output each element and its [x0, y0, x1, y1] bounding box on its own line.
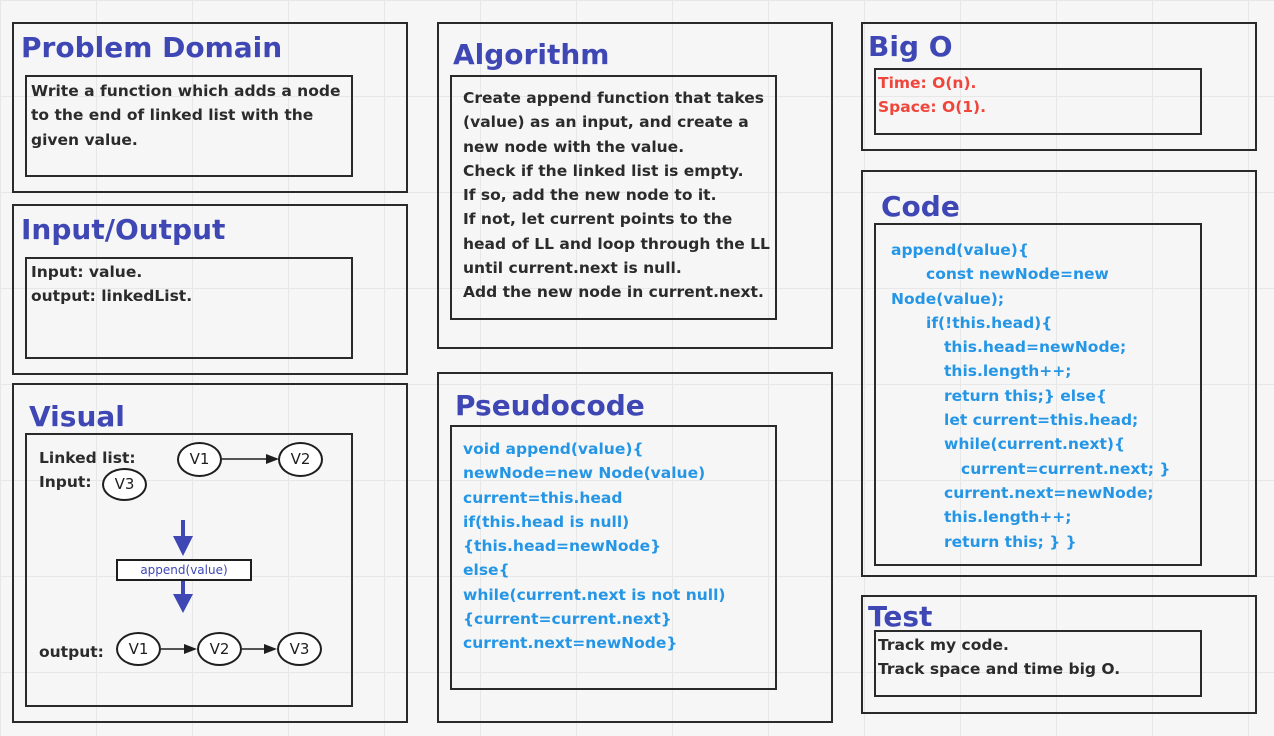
algorithm-line: Check if the linked list is empty.: [463, 161, 744, 180]
code-line: let current=this.head;: [944, 411, 1139, 430]
node-v2-output: V2: [197, 632, 242, 666]
algorithm-line: head of LL and loop through the LL: [463, 234, 770, 253]
test-box: [874, 630, 1202, 697]
test-title: Test: [868, 600, 933, 633]
input-label: Input:: [39, 473, 92, 491]
code-line: Node(value);: [891, 289, 1005, 308]
input-output-text: Input: value. output: linkedList.: [31, 260, 192, 309]
algorithm-text: Create append function that takes (value…: [463, 86, 770, 305]
pseudocode-text: void append(value){ newNode=new Node(val…: [463, 437, 726, 656]
input-output-line: Input: value.: [31, 263, 143, 281]
pseudocode-line: newNode=new Node(value): [463, 464, 706, 483]
node-v3-output: V3: [277, 632, 322, 666]
code-line: const newNode=new: [926, 265, 1109, 284]
pseudocode-line: {current=current.next}: [463, 610, 672, 629]
test-line: Track space and time big O.: [878, 660, 1121, 679]
algorithm-line: until current.next is null.: [463, 259, 682, 278]
algorithm-title: Algorithm: [453, 38, 610, 71]
problem-domain-text: Write a function which adds a node to th…: [31, 79, 340, 152]
input-output-line: output: linkedList.: [31, 287, 193, 306]
algorithm-line: (value) as an input, and create a: [463, 113, 749, 132]
pseudocode-line: if(this.head is null): [463, 512, 630, 531]
code-panel: [861, 170, 1257, 577]
code-line: this.length++;: [944, 362, 1072, 381]
big-o-time: Time: O(n).: [878, 74, 977, 92]
code-line: current=current.next; }: [961, 459, 1171, 478]
algorithm-line: Add the new node in current.next.: [463, 283, 764, 302]
algorithm-panel: [437, 22, 833, 349]
code-title: Code: [881, 190, 960, 223]
pseudocode-line: void append(value){: [463, 440, 644, 458]
pseudocode-line: else{: [463, 561, 510, 580]
input-output-box: [25, 257, 353, 359]
problem-domain-line: given value.: [31, 130, 138, 149]
big-o-box: [874, 68, 1202, 135]
output-label: output:: [39, 643, 104, 661]
code-line: return this; } }: [944, 532, 1077, 551]
algorithm-line: If so, add the new node to it.: [463, 186, 717, 205]
pseudocode-line: while(current.next is not null): [463, 585, 726, 604]
input-output-title: Input/Output: [21, 213, 226, 246]
algorithm-line: Create append function that takes: [463, 89, 765, 107]
code-box: [874, 223, 1202, 566]
pseudocode-line: current=this.head: [463, 488, 623, 507]
big-o-panel: [861, 22, 1257, 151]
append-value-box: append(value): [116, 559, 252, 581]
problem-domain-box: [25, 75, 353, 177]
node-v2-top: V2: [278, 442, 323, 477]
node-v1-top: V1: [177, 442, 222, 477]
visual-box: [25, 433, 353, 707]
visual-title: Visual: [29, 400, 125, 433]
problem-domain-line: Write a function which adds a node: [31, 82, 341, 100]
pseudocode-line: {this.head=newNode}: [463, 537, 662, 556]
pseudocode-line: current.next=newNode}: [463, 634, 678, 653]
big-o-text: Time: O(n). Space: O(1).: [878, 71, 986, 120]
code-text: append(value){ const newNode=new Node(va…: [891, 238, 1170, 554]
problem-domain-panel: [12, 22, 408, 193]
code-line: append(value){: [891, 241, 1029, 259]
algorithm-line: new node with the value.: [463, 137, 685, 156]
test-panel: [861, 595, 1257, 714]
node-v3-input: V3: [102, 468, 147, 501]
code-line: current.next=newNode;: [944, 483, 1154, 502]
test-line: Track my code.: [878, 636, 1009, 654]
pseudocode-box: [450, 425, 777, 690]
pseudocode-title: Pseudocode: [455, 389, 645, 422]
problem-domain-title: Problem Domain: [21, 31, 283, 64]
code-line: this.length++;: [944, 508, 1072, 527]
input-output-panel: [12, 204, 408, 375]
node-v1-output: V1: [116, 632, 161, 666]
test-text: Track my code. Track space and time big …: [878, 633, 1120, 682]
pseudocode-panel: [437, 372, 833, 723]
problem-domain-line: to the end of linked list with the: [31, 106, 314, 125]
algorithm-box: [450, 75, 777, 320]
code-line: while(current.next){: [944, 435, 1126, 454]
code-line: if(!this.head){: [926, 313, 1053, 332]
algorithm-line: If not, let current points to the: [463, 210, 733, 229]
visual-panel: [12, 383, 408, 723]
code-line: this.head=newNode;: [944, 338, 1127, 357]
code-line: return this;} else{: [944, 386, 1107, 405]
big-o-space: Space: O(1).: [878, 98, 987, 117]
big-o-title: Big O: [868, 30, 953, 63]
linked-list-label: Linked list:: [39, 449, 136, 467]
